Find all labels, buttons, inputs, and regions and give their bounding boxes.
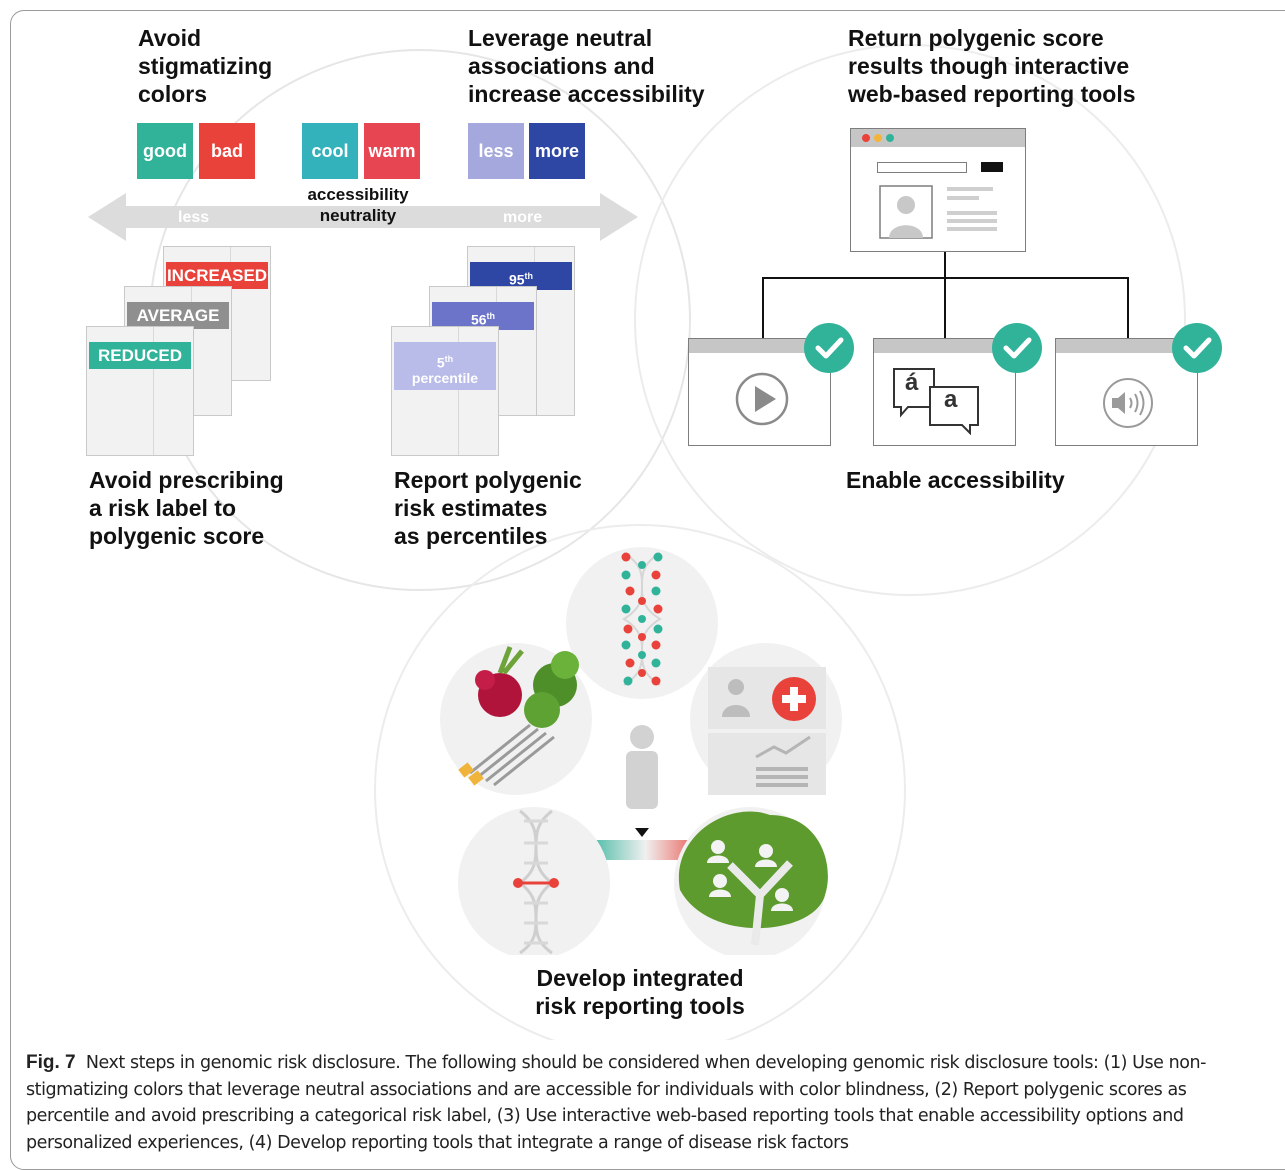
heading-enable-accessibility: Enable accessibility (846, 467, 1065, 493)
sheet-reduced: REDUCED (86, 326, 194, 456)
browser-window (850, 128, 1026, 252)
play-icon (735, 372, 789, 426)
swatch-less: less (468, 123, 524, 179)
swatch-good: good (137, 123, 193, 179)
check-icon-audio (1172, 323, 1222, 373)
swatch-bad: bad (199, 123, 255, 179)
percentile-95: 95th (470, 262, 572, 290)
heading-report-percentiles: Report polygenic risk estimates as perce… (394, 467, 582, 549)
figure-caption: Fig. 7 Next steps in genomic risk disclo… (26, 1050, 1262, 1156)
accessibility-neutrality-label: accessibility neutrality (307, 185, 409, 225)
percentile-5: 5th percentile (394, 342, 496, 390)
glyph-accented-a: á (905, 369, 919, 396)
percentile-95-suffix: th (524, 271, 534, 281)
risk-label-increased: INCREASED (166, 262, 268, 289)
heading-avoid-colors: Avoid stigmatizing colors (138, 25, 273, 107)
vegetables-icon (475, 646, 579, 728)
translation-speech-bubbles-icon (893, 368, 979, 435)
cigarettes-icon (469, 723, 555, 787)
caption-text: Next steps in genomic risk disclosure. T… (26, 1053, 1206, 1153)
swatch-more: more (529, 123, 585, 179)
less-more-double-arrow (88, 193, 638, 241)
caption-label: Fig. 7 (26, 1052, 76, 1073)
percentile-5-word: percentile (411, 369, 479, 386)
position-marker-triangle (635, 828, 649, 837)
browser-window-dots (862, 134, 894, 142)
family-tree-icon (678, 811, 828, 946)
browser-address-bar (877, 162, 967, 173)
arrow-label-more: more (503, 209, 543, 226)
glyph-plain-a: a (944, 386, 958, 413)
percentile-56-number: 56 (470, 311, 487, 328)
percentile-95-number: 95 (508, 271, 525, 288)
risk-label-reduced: REDUCED (89, 342, 191, 369)
speaker-icon (1103, 378, 1153, 428)
browser-search-button (981, 162, 1003, 172)
check-icon-video (804, 323, 854, 373)
swatch-cool: cool (302, 123, 358, 179)
person-silhouette-icon (626, 725, 658, 809)
risk-gradient-bar (583, 840, 708, 860)
translation-window: á a (873, 338, 1016, 446)
profile-text-lines (947, 187, 997, 231)
sheet-5th: 5th percentile (391, 326, 499, 456)
check-icon-translation (992, 323, 1042, 373)
risk-label-average: AVERAGE (127, 302, 229, 329)
percentile-5-suffix: th (444, 354, 454, 364)
integrated-tools-illustration (440, 547, 842, 955)
heading-leverage: Leverage neutral associations and increa… (468, 25, 705, 107)
medical-record-icon (708, 667, 826, 795)
dna-variant-icon (513, 809, 559, 955)
heading-return-results: Return polygenic score results though in… (848, 25, 1136, 107)
connector-tree-lines (762, 252, 1129, 340)
percentile-56-suffix: th (486, 311, 496, 321)
user-profile-icon (879, 185, 933, 239)
heading-avoid-label: Avoid prescribing a risk label to polyge… (89, 467, 284, 549)
swatch-warm: warm (364, 123, 420, 179)
heading-develop-tools: Develop integrated risk reporting tools (535, 965, 745, 1019)
cigarette-filters (458, 762, 484, 786)
dna-helix-icon (621, 552, 663, 686)
percentile-56: 56th (432, 302, 534, 330)
percentile-5-number: 5 (436, 354, 445, 371)
arrow-label-less: less (178, 209, 210, 226)
